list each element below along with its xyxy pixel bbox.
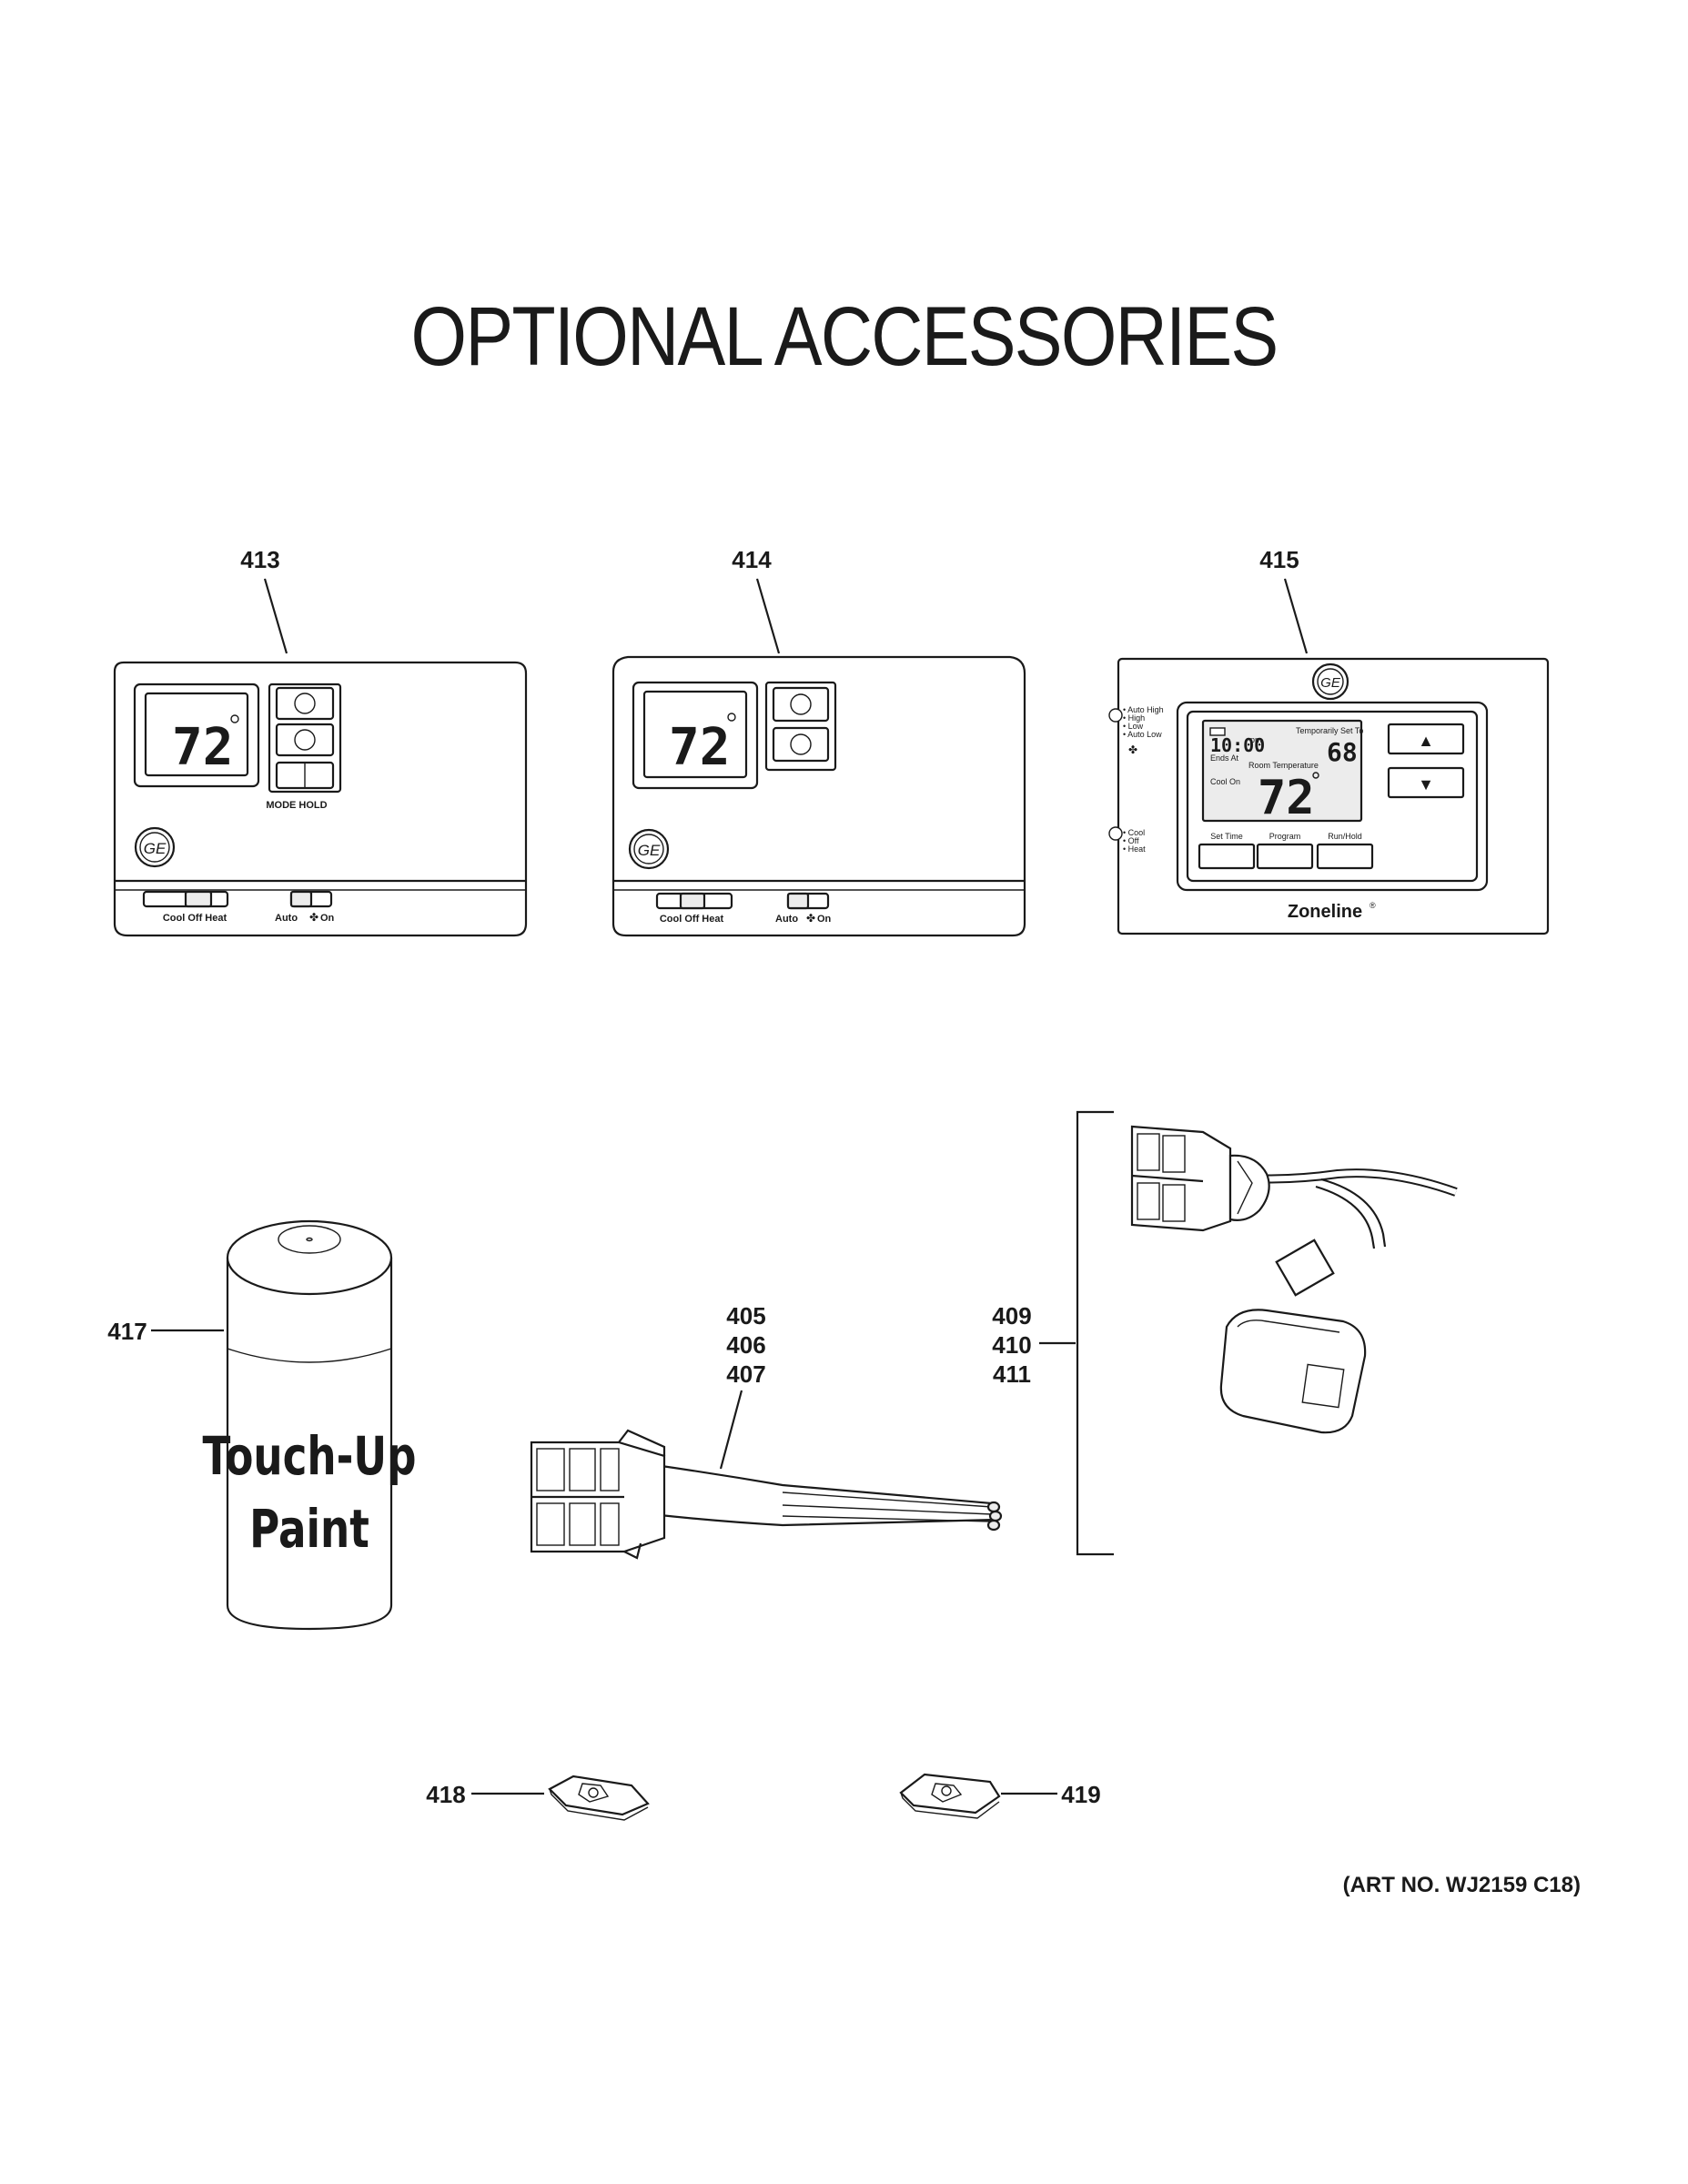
wire-harness-409 [1095,1125,1511,1517]
thermostat-413-mode-label: Cool Off Heat [163,913,227,924]
label-418: 418 [426,1781,465,1808]
bracket-409 [1076,1110,1114,1556]
ge-logo-icon-413: GE [134,826,176,868]
svg-text:Room Temperature: Room Temperature [1248,761,1319,770]
thermostat-415-program-button [1256,843,1314,870]
fan-icon: ✤ [806,912,815,925]
label-415: 415 [1259,546,1299,573]
callout-417: 417 [107,1318,224,1345]
leader-line-405 [719,1390,743,1470]
svg-text:pm: pm [1250,735,1262,744]
thermostat-415-down-button [1387,766,1465,799]
paint-can-417: Touch-Up Paint [202,1219,417,1631]
paint-label-line2: Paint [249,1500,369,1561]
thermostat-414: 72 GE Cool Off Heat Auto ✤ On [612,655,1026,937]
svg-text:®: ® [1370,901,1376,910]
thermostat-415-room-temp: 72 [1258,771,1315,825]
clip-419 [899,1773,1001,1819]
svg-text:• Off: • Off [1123,836,1139,845]
label-417: 417 [107,1318,147,1345]
svg-text:• Cool: • Cool [1123,828,1145,837]
fan-icon: ✤ [1128,743,1137,756]
svg-text:On: On [817,914,832,925]
svg-text:Run/Hold: Run/Hold [1328,832,1362,841]
paint-can-top [226,1219,393,1296]
label-419: 419 [1061,1781,1100,1808]
thermostat-414-temp: 72 [669,718,730,777]
thermostat-415-set-temp: 68 [1327,737,1358,767]
paint-can-body [226,1258,393,1631]
callout-405-407: 405 406 407 [719,1302,766,1470]
svg-text:Ends At: Ends At [1210,753,1239,763]
thermostat-414-mode-label: Cool Off Heat [660,914,724,925]
svg-text:• High: • High [1123,713,1145,723]
callout-419: 419 [1001,1781,1101,1808]
svg-text:Auto: Auto [775,914,798,925]
svg-text:405: 405 [726,1302,765,1330]
thermostat-415-lcd [1201,719,1363,823]
svg-text:406: 406 [726,1331,765,1359]
svg-text:Auto: Auto [275,913,298,924]
svg-text:GE: GE [1320,675,1341,691]
callout-414: 414 [732,546,781,654]
fan-icon: ✤ [309,911,318,924]
svg-text:On: On [320,913,335,924]
callout-409-411: 409 410 411 [992,1110,1114,1556]
thermostat-413: 72 MODE HOLD GE Cool Off Heat Auto [113,661,528,937]
svg-text:• Heat: • Heat [1123,844,1146,854]
svg-text:Cool On: Cool On [1210,777,1240,786]
svg-text:411: 411 [993,1360,1031,1388]
svg-text:410: 410 [992,1331,1031,1359]
callout-418: 418 [426,1781,544,1808]
small-connector [1275,1239,1335,1297]
wire-harness-405 [530,1429,1003,1560]
svg-text:• Auto High: • Auto High [1123,705,1164,714]
svg-text:407: 407 [726,1360,765,1388]
thermostat-413-down-button [275,723,335,757]
up-arrow-icon: ▲ [1418,732,1434,750]
page-title: OPTIONAL ACCESSORIES [410,290,1279,383]
thermostat-415-run-hold-button [1316,843,1374,870]
svg-text:GE: GE [638,842,661,859]
thermostat-414-up-button [772,686,830,723]
zoneline-brand: Zoneline [1288,902,1362,922]
thermostat-415: GE • Auto High • High • Low • Auto Low ✤… [1108,657,1550,935]
svg-text:GE: GE [144,840,167,857]
thermostat-413-temp: 72 [172,718,233,777]
leader-line-415 [1283,578,1309,654]
svg-text:409: 409 [992,1302,1031,1330]
callout-415: 415 [1259,546,1309,654]
label-413: 413 [240,546,279,573]
leader-line-414 [755,578,781,654]
thermostat-415-time: 10:00 [1210,734,1265,756]
svg-text:Program: Program [1269,832,1301,841]
ge-logo-icon-415: GE [1311,662,1349,701]
paint-label-line1: Touch-Up [202,1427,416,1488]
art-number: (ART NO. WJ2159 C18) [1342,1873,1581,1897]
callout-413: 413 [240,546,288,654]
thermostat-413-mode-hold-label: MODE HOLD [266,800,327,811]
leader-line-413 [263,578,288,654]
svg-text:Temporarily Set To: Temporarily Set To [1296,726,1363,735]
thermostat-415-set-time-button [1198,843,1256,870]
svg-text:• Low: • Low [1123,722,1144,731]
svg-text:Set Time: Set Time [1210,832,1243,841]
label-414: 414 [732,546,772,573]
svg-text:• Auto Low: • Auto Low [1123,730,1162,739]
down-arrow-icon: ▼ [1418,775,1434,794]
clip-418 [548,1774,650,1821]
thermostat-413-up-button [275,686,335,721]
thermostat-415-up-button [1387,723,1465,755]
ge-logo-icon-414: GE [628,828,670,870]
thermostat-414-down-button [772,726,830,763]
